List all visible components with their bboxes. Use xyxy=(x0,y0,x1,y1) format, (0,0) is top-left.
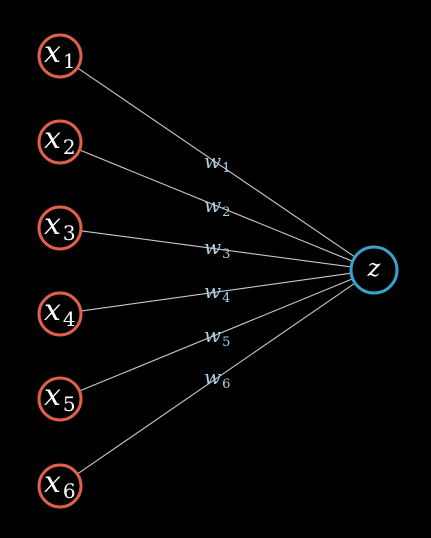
weight-var: w xyxy=(204,279,221,303)
input-circle xyxy=(37,205,83,251)
input-subscript: 2 xyxy=(63,135,76,159)
weight-label-w2: w2 xyxy=(204,193,230,220)
weight-label-w5: w5 xyxy=(204,323,230,350)
input-subscript: 4 xyxy=(63,307,76,331)
weight-var: w xyxy=(204,235,221,259)
input-var: x xyxy=(44,465,61,500)
input-circle xyxy=(37,463,83,509)
weight-label-w6: w6 xyxy=(204,365,230,392)
input-subscript: 5 xyxy=(63,392,76,416)
input-subscript: 3 xyxy=(63,221,76,245)
input-var: x xyxy=(44,35,61,70)
weight-var: w xyxy=(204,149,221,173)
edge-x2-to-z xyxy=(79,149,353,262)
input-subscript: 1 xyxy=(63,49,76,73)
weight-subscript: 5 xyxy=(222,335,230,350)
weight-label-w3: w3 xyxy=(204,235,230,262)
output-label: z xyxy=(367,254,381,282)
edge-x3-to-z xyxy=(80,230,352,268)
weight-var: w xyxy=(204,365,221,389)
edge-x6-to-z xyxy=(76,282,356,475)
weight-subscript: 3 xyxy=(222,247,230,262)
connections xyxy=(76,67,356,475)
input-circle xyxy=(37,291,83,337)
input-subscript: 6 xyxy=(63,479,76,503)
edge-x4-to-z xyxy=(80,272,352,312)
weight-subscript: 6 xyxy=(222,377,230,392)
output-node-group: z xyxy=(349,245,399,295)
input-var: x xyxy=(44,378,61,413)
input-circle xyxy=(37,376,83,422)
input-circle xyxy=(37,119,83,165)
weight-var: w xyxy=(204,193,221,217)
weight-var: w xyxy=(204,323,221,347)
input-var: x xyxy=(44,293,61,328)
weight-subscript: 2 xyxy=(222,205,230,220)
edge-x1-to-z xyxy=(77,67,356,258)
edge-x5-to-z xyxy=(79,278,353,392)
input-circle xyxy=(37,33,83,79)
weight-subscript: 4 xyxy=(222,291,230,306)
output-node-z xyxy=(349,245,399,295)
weight-subscript: 1 xyxy=(222,161,230,176)
weight-label-w1: w1 xyxy=(204,149,230,176)
input-var: x xyxy=(44,121,61,156)
weight-label-w4: w4 xyxy=(204,279,230,306)
input-var: x xyxy=(44,207,61,242)
